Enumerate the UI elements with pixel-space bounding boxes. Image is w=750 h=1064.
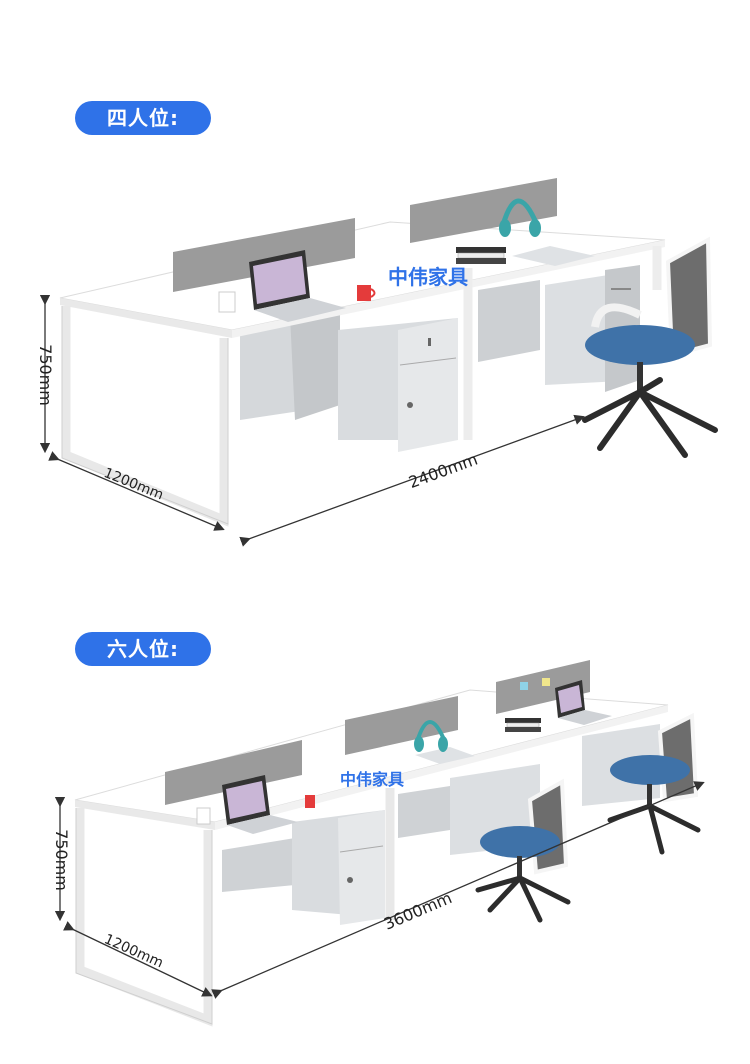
- pen-holder: [218, 291, 236, 313]
- rear-cabinet: [240, 312, 340, 420]
- front-cabinet: [338, 318, 458, 452]
- book-stack: [456, 247, 506, 264]
- pen-holder: [196, 807, 211, 825]
- desk-partitions: [165, 660, 590, 805]
- depth-dimension: [63, 921, 213, 997]
- red-mug: [357, 285, 376, 301]
- length-dimension: [211, 781, 705, 999]
- section-six-person: 六人位:: [0, 560, 750, 1064]
- book-stack: [505, 718, 541, 732]
- depth-label: 1200mm: [102, 931, 166, 971]
- office-chair: [582, 236, 718, 458]
- depth-label: 1200mm: [101, 465, 165, 503]
- length-dimension: [239, 414, 585, 547]
- depth-dimension: [48, 451, 225, 531]
- length-label: 2400mm: [406, 450, 480, 492]
- laptop-middle: [415, 747, 475, 764]
- red-mug: [305, 795, 315, 808]
- section-four-person: 四人位:: [36, 101, 718, 547]
- four-person-desk-illustration: 750mm 1200mm 2400mm 中伟家具: [36, 178, 718, 547]
- brand-watermark: 中伟家具: [340, 770, 404, 789]
- height-label: 750mm: [52, 829, 71, 891]
- laptop-front: [249, 250, 346, 322]
- brand-watermark: 中伟家具: [388, 265, 468, 289]
- six-person-desk-illustration: 750mm 1200mm 3600mm 中伟家具: [52, 660, 705, 1027]
- headphones: [499, 198, 541, 237]
- laptop-back: [555, 680, 612, 725]
- desk-partitions: [173, 178, 557, 292]
- headphones: [414, 720, 448, 752]
- height-label: 750mm: [36, 344, 55, 406]
- section-label-badge: 六人位:: [75, 632, 211, 666]
- laptop-back: [512, 246, 595, 266]
- front-cabinet: [292, 810, 385, 925]
- section-label-badge: 四人位:: [75, 101, 211, 135]
